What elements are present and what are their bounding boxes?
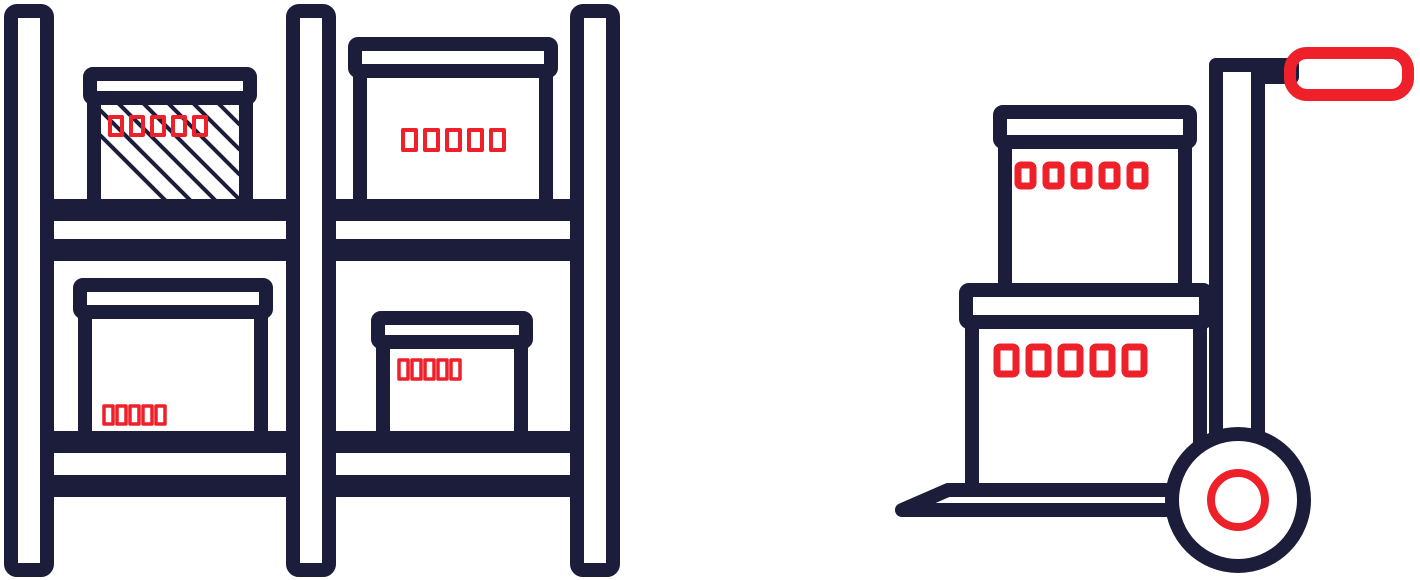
shelf-board <box>322 199 584 221</box>
shelf-board <box>40 239 300 261</box>
hand-truck-wheel-hub <box>1207 469 1269 531</box>
shelf-board <box>322 431 584 453</box>
shelf-box-top-right <box>348 37 558 218</box>
shelf-box-middle-left <box>73 278 273 452</box>
shelf-upright-right <box>570 4 620 577</box>
shelf-board <box>322 475 584 497</box>
box-label-marks <box>108 115 208 137</box>
hand-truck-frame <box>1209 58 1265 492</box>
shelf-board <box>40 475 300 497</box>
shelf-board <box>40 199 300 221</box>
shelf-box-middle-right <box>371 311 533 452</box>
box-label-marks <box>102 404 167 426</box>
box-label-marks <box>401 128 506 152</box>
box-label-marks <box>993 343 1148 378</box>
hand-truck-grip <box>1284 47 1414 101</box>
shelf-upright-middle <box>286 4 336 577</box>
storage-shelf <box>4 4 620 577</box>
cart-box-upper <box>993 105 1197 297</box>
box-label-marks <box>397 358 462 381</box>
shelf-box-striped <box>83 67 257 218</box>
cart-box-lower <box>959 283 1213 497</box>
shelf-board <box>40 431 300 453</box>
shelf-upright-left <box>4 4 54 577</box>
box-label-marks <box>1014 161 1149 190</box>
hand-truck <box>895 47 1414 573</box>
hand-truck-wheel <box>1165 427 1311 573</box>
shelf-board <box>322 239 584 261</box>
